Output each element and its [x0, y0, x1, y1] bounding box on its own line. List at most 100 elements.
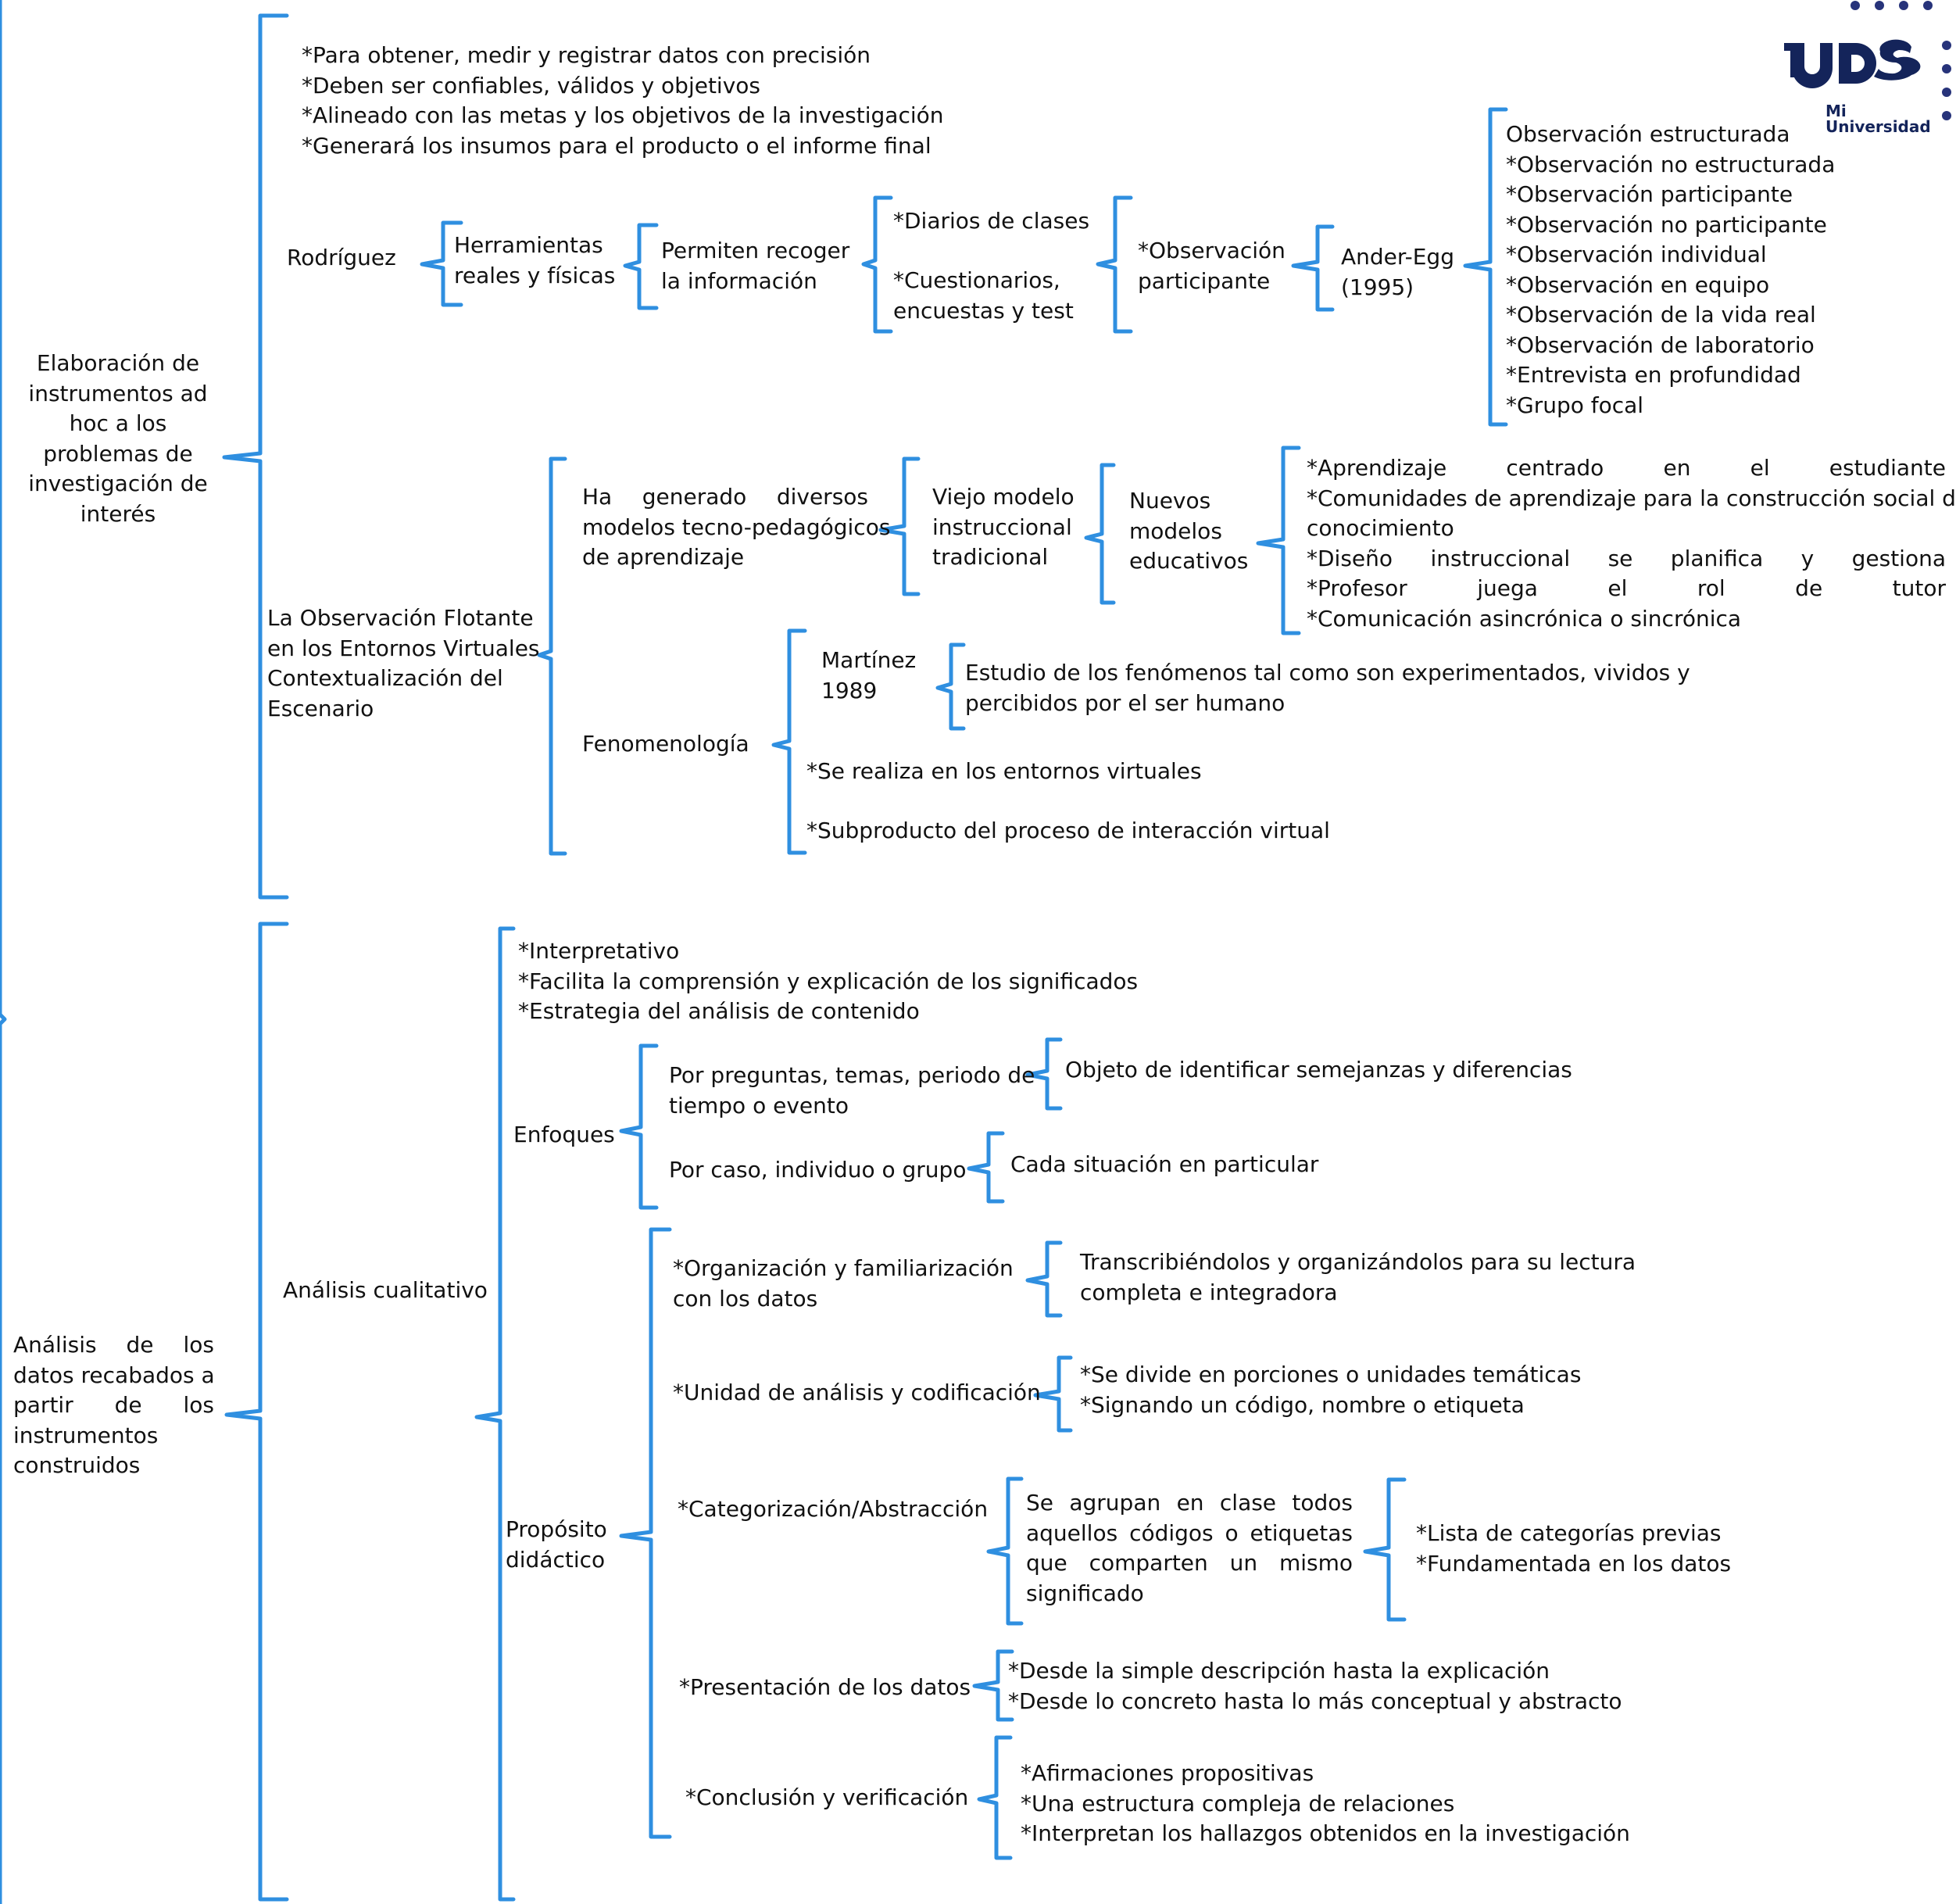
bracket-categorization	[986, 1476, 1024, 1626]
text-line: que comparten un mismo	[1026, 1550, 1353, 1576]
text-line: aquellos códigos o etiquetas	[1026, 1519, 1353, 1546]
bracket-group	[0, 0, 1508, 1904]
text-line: Análisis de los	[13, 1332, 214, 1358]
presentation-detail: *Desde la simple descripción hasta la ex…	[1008, 1656, 1622, 1716]
unit-node: *Unidad de análisis y codificación	[673, 1380, 1041, 1405]
presentation-node: *Presentación de los datos	[679, 1674, 971, 1700]
bracket-martinez	[935, 642, 966, 731]
bracket-phenomenology	[771, 628, 807, 855]
text-line: instruccional	[932, 514, 1072, 540]
bracket-observation	[1096, 195, 1133, 334]
bracket-goal-2	[967, 1131, 1005, 1204]
text-line: La Observación Flotante	[267, 605, 534, 631]
approaches-label: Enfoques	[513, 1122, 615, 1147]
bracket-cat-types	[1363, 1477, 1407, 1622]
bracket-section2	[224, 922, 289, 1902]
text-line: investigación de	[28, 471, 208, 496]
text-line: significado	[1026, 1580, 1144, 1606]
list-item: *Lista de categorías previas	[1416, 1520, 1722, 1546]
section1-title: Elaboración de instrumentos ad hoc a los…	[14, 349, 222, 529]
list-item: *Una estructura compleja de relaciones	[1021, 1790, 1455, 1816]
categorization-node: *Categorización/Abstracción	[678, 1496, 989, 1522]
text-line: con los datos	[673, 1285, 818, 1312]
text-line: datos recabados a	[13, 1362, 215, 1388]
study-node: Estudio de los fenómenos tal como son ex…	[965, 658, 1690, 718]
organization-detail: Transcribiéndolos y organizándolos para …	[1080, 1247, 1636, 1308]
text-line: modelos tecno-pedagógicos	[582, 514, 891, 540]
text-line: Se agrupan en clase todos	[1026, 1490, 1353, 1516]
list-item: *Fundamentada en los datos	[1416, 1550, 1732, 1577]
didactic-label: Propósito didáctico	[506, 1515, 607, 1575]
conclusion-detail: *Afirmaciones propositivas *Una estructu…	[1021, 1759, 1630, 1849]
logo-tagline: Mi Universidad	[1825, 102, 1931, 136]
virtual-env-item: *Se realiza en los entornos virtuales	[806, 758, 1202, 784]
list-item: *Grupo focal	[1506, 392, 1644, 418]
text-line: Estudio de los fenómenos tal como son ex…	[965, 660, 1690, 685]
uds-logo	[1784, 1, 1951, 120]
bracket-old-model	[1084, 463, 1116, 605]
text-line: la información	[661, 267, 817, 294]
list-item: *Entrevista en profundidad	[1506, 362, 1801, 388]
text-line: hoc a los	[69, 410, 167, 436]
text-line: *Cuestionarios,	[893, 267, 1060, 293]
text-line: de aprendizaje	[582, 544, 745, 570]
text-line: instrumentos ad	[28, 380, 208, 406]
old-model-node: Viejo modelo instruccional tradicional	[932, 482, 1075, 573]
list-item: Observación estructurada	[1506, 121, 1790, 147]
list-item: *Aprendizaje centrado en el estudiante	[1307, 455, 1946, 481]
rodriguez-label: Rodríguez	[287, 245, 396, 270]
conclusion-node: *Conclusión y verificación	[685, 1784, 969, 1810]
unit-detail: *Se divide en porciones o unidades temát…	[1080, 1360, 1581, 1420]
list-item: *Generará los insumos para el producto o…	[302, 132, 932, 159]
text-line: (1995)	[1341, 274, 1414, 300]
qualitative-label: Análisis cualitativo	[283, 1277, 488, 1303]
list-item: *Facilita la comprensión y explicación d…	[518, 968, 1139, 994]
text-line: Herramientas	[454, 232, 603, 258]
bracket-tools	[420, 220, 463, 307]
text-line: partir de los	[13, 1392, 214, 1418]
bracket-presentation	[972, 1649, 1014, 1722]
approach-by-case: Por caso, individuo o grupo	[669, 1157, 967, 1183]
text-line: reales y físicas	[454, 262, 616, 288]
list-item: *Desde la simple descripción hasta la ex…	[1008, 1658, 1550, 1684]
text-line: Por preguntas, temas, periodo de	[669, 1062, 1035, 1088]
text-line: Escenario	[267, 695, 374, 721]
categorization-types: *Lista de categorías previas *Fundamenta…	[1416, 1519, 1731, 1579]
examples-questionnaires: *Cuestionarios, encuestas y test	[893, 266, 1074, 326]
traits-list: *Interpretativo *Facilita la comprensión…	[518, 936, 1138, 1027]
approach-by-case-goal: Cada situación en particular	[1010, 1151, 1319, 1177]
list-item: *Interpretan los hallazgos obtenidos en …	[1021, 1820, 1630, 1846]
text-line: encuestas y test	[893, 297, 1074, 324]
approach-by-questions: Por preguntas, temas, periodo de tiempo …	[669, 1061, 1035, 1121]
bracket-main	[0, 0, 7, 1904]
models-node: Ha generado diversos modelos tecno-pedag…	[582, 482, 891, 573]
text-line: en los Entornos Virtuales	[267, 635, 540, 661]
new-models-node: Nuevos modelos educativos	[1129, 486, 1248, 577]
model-features-list: *Aprendizaje centrado en el estudiante *…	[1307, 453, 1956, 634]
categorization-detail: Se agrupan en clase todos aquellos códig…	[1026, 1488, 1353, 1609]
bracket-goal-1	[1025, 1037, 1063, 1111]
bracket-new-models	[1256, 446, 1301, 635]
text-line: Ha generado diversos	[582, 484, 868, 510]
text-line: Transcribiéndolos y organizándolos para …	[1080, 1249, 1636, 1275]
list-item: *Observación de la vida real	[1506, 302, 1816, 327]
bracket-examples	[861, 195, 893, 334]
bracket-organization	[1025, 1240, 1063, 1318]
text-line: educativos	[1129, 548, 1249, 574]
list-item: *Comunidades de aprendizaje para la cons…	[1307, 485, 1956, 511]
bracket-didactic	[619, 1227, 672, 1839]
approach-by-questions-goal: Objeto de identificar semejanzas y difer…	[1065, 1057, 1572, 1083]
text-line: tradicional	[932, 544, 1049, 570]
examples-diaries: *Diarios de clases	[893, 208, 1090, 234]
text-line: instrumentos	[13, 1422, 159, 1448]
text-line: Nuevos	[1129, 488, 1211, 514]
bracket-author	[1291, 224, 1335, 312]
tools-node: Herramientas reales y físicas	[454, 231, 615, 291]
bracket-conclusion	[977, 1735, 1013, 1860]
floating-label: La Observación Flotante en los Entornos …	[267, 603, 540, 724]
text-line: percibidos por el ser humano	[965, 689, 1286, 716]
text-line: problemas de	[43, 440, 193, 467]
observation-node: *Observación participante	[1138, 236, 1286, 296]
text-line: completa e integradora	[1080, 1279, 1338, 1305]
